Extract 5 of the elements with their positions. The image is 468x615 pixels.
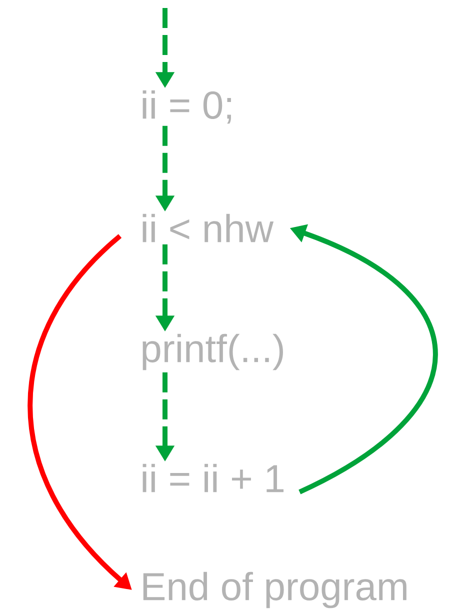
code-statement: ii = 0; [142,90,231,124]
code-statement: End of program [143,572,406,608]
code-statement: ii < nhw [142,214,274,242]
code-statement: printf(...) [142,334,283,370]
code-statement: ii = ii + 1 [142,464,284,492]
